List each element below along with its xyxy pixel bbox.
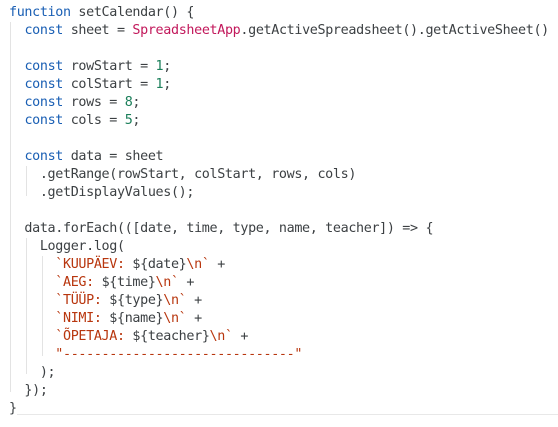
code-token: ); bbox=[9, 365, 56, 380]
code-token bbox=[9, 23, 24, 38]
code-token: .getActiveSpreadsheet().getActiveSheet() bbox=[240, 23, 549, 38]
code-token: `KUUPÄEV: bbox=[55, 257, 133, 272]
code-token: ; bbox=[132, 95, 141, 110]
code-line[interactable]: const rowStart = 1; bbox=[9, 58, 549, 76]
code-token: const bbox=[24, 23, 63, 38]
code-line[interactable]: `NIMI: ${name}\n` + bbox=[9, 310, 549, 328]
code-token: 1 bbox=[155, 59, 164, 74]
code-token: sheet = bbox=[63, 23, 133, 38]
indent-guide bbox=[42, 256, 43, 356]
code-line[interactable] bbox=[9, 202, 549, 220]
code-token: ${date} bbox=[132, 257, 187, 272]
code-token: ; bbox=[163, 77, 171, 92]
code-token bbox=[9, 95, 24, 110]
code-token: ${teacher} bbox=[132, 329, 210, 344]
code-token: ; bbox=[163, 59, 171, 74]
code-token: rowStart = bbox=[63, 59, 156, 74]
code-line[interactable] bbox=[9, 130, 549, 148]
code-line[interactable]: .getRange(rowStart, colStart, rows, cols… bbox=[9, 166, 549, 184]
code-content[interactable]: function setCalendar() { const sheet = S… bbox=[9, 4, 549, 418]
code-token: const bbox=[24, 77, 63, 92]
code-line[interactable]: `TÜÜP: ${type}\n` + bbox=[9, 292, 549, 310]
code-token: }); bbox=[9, 383, 48, 398]
code-token: const bbox=[24, 59, 63, 74]
code-token: ${type} bbox=[109, 293, 164, 308]
code-token: cols = bbox=[63, 113, 125, 128]
code-line[interactable]: `ÕPETAJA: ${teacher}\n` + bbox=[9, 328, 549, 346]
code-token bbox=[9, 257, 55, 272]
code-token: \n` bbox=[163, 311, 187, 326]
code-token: ; bbox=[132, 113, 141, 128]
code-token bbox=[9, 275, 55, 290]
code-token: `AEG: bbox=[55, 275, 102, 290]
code-token: ${time} bbox=[101, 275, 156, 290]
code-line[interactable]: Logger.log( bbox=[9, 238, 549, 256]
code-line[interactable]: }); bbox=[9, 382, 549, 400]
code-token bbox=[9, 113, 24, 128]
code-token bbox=[9, 311, 55, 326]
code-line[interactable]: data.forEach(([date, time, type, name, t… bbox=[9, 220, 549, 238]
code-token bbox=[9, 347, 55, 362]
code-token: setCalendar bbox=[78, 5, 164, 20]
code-token: () { bbox=[163, 5, 195, 20]
code-line[interactable]: const rows = 8; bbox=[9, 94, 549, 112]
code-token: + bbox=[186, 293, 202, 308]
code-token bbox=[9, 77, 24, 92]
indent-guide bbox=[26, 166, 27, 196]
code-line[interactable]: `KUUPÄEV: ${date}\n` + bbox=[9, 256, 549, 274]
code-token: "------------------------------" bbox=[55, 347, 303, 362]
code-line[interactable]: `AEG: ${time}\n` + bbox=[9, 274, 549, 292]
code-token: \n` bbox=[209, 329, 233, 344]
code-line[interactable]: const colStart = 1; bbox=[9, 76, 549, 94]
code-token: Logger.log( bbox=[9, 239, 125, 254]
code-line[interactable]: function setCalendar() { bbox=[9, 4, 549, 22]
code-line[interactable] bbox=[9, 40, 549, 58]
code-token bbox=[9, 293, 55, 308]
code-token: 1 bbox=[155, 77, 164, 92]
code-token: 8 bbox=[124, 95, 133, 110]
code-token bbox=[9, 59, 24, 74]
code-token bbox=[9, 329, 55, 344]
code-token: function bbox=[9, 5, 71, 20]
code-token: `NIMI: bbox=[55, 311, 110, 326]
code-line[interactable]: "------------------------------" bbox=[9, 346, 549, 364]
code-token: \n` bbox=[155, 275, 179, 290]
code-token: .getDisplayValues(); bbox=[9, 185, 195, 200]
code-token: \n` bbox=[163, 293, 187, 308]
code-line[interactable]: ); bbox=[9, 364, 549, 382]
code-token: \n` bbox=[186, 257, 210, 272]
editor-bottom-border bbox=[17, 414, 558, 415]
code-token: 5 bbox=[124, 113, 133, 128]
code-token: data.forEach(([date, time, type, name, t… bbox=[9, 221, 434, 236]
code-token: const bbox=[24, 113, 63, 128]
code-token: SpreadsheetApp bbox=[132, 23, 241, 38]
code-token: } bbox=[9, 401, 17, 416]
code-line[interactable]: } bbox=[9, 400, 549, 418]
code-token: + bbox=[209, 257, 225, 272]
code-token bbox=[9, 149, 24, 164]
indent-guide bbox=[10, 22, 11, 392]
code-token: .getRange(rowStart, colStart, rows, cols… bbox=[9, 167, 357, 182]
code-token: rows = bbox=[63, 95, 125, 110]
code-token: `ÕPETAJA: bbox=[55, 329, 133, 344]
code-token: `TÜÜP: bbox=[55, 293, 110, 308]
code-token: data = sheet bbox=[63, 149, 164, 164]
code-token: + bbox=[232, 329, 249, 344]
code-token: colStart = bbox=[63, 77, 156, 92]
code-line[interactable]: .getDisplayValues(); bbox=[9, 184, 549, 202]
code-line[interactable]: const cols = 5; bbox=[9, 112, 549, 130]
code-token: ${name} bbox=[109, 311, 164, 326]
code-line[interactable]: const data = sheet bbox=[9, 148, 549, 166]
code-token: + bbox=[186, 311, 202, 326]
code-line[interactable]: const sheet = SpreadsheetApp.getActiveSp… bbox=[9, 22, 549, 40]
code-token: const bbox=[24, 95, 63, 110]
indent-guide bbox=[26, 238, 27, 374]
code-token: + bbox=[178, 275, 195, 290]
code-token: const bbox=[24, 149, 63, 164]
